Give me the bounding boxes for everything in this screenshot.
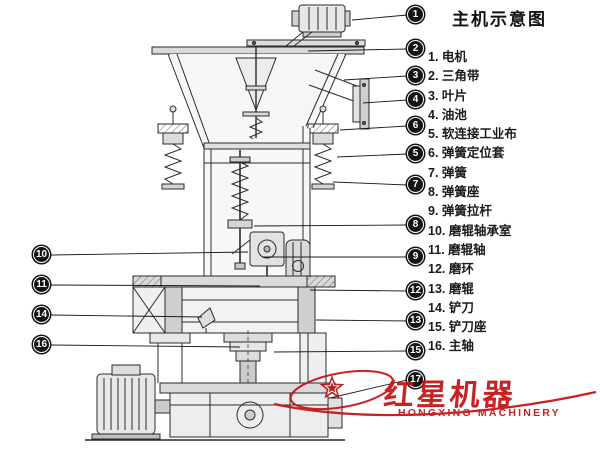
callout-1: 1 bbox=[407, 6, 424, 23]
callout-5: 5 bbox=[407, 145, 424, 162]
legend-item: 7. 弹簧 bbox=[428, 165, 467, 180]
callout-16: 16 bbox=[33, 336, 50, 353]
legend-item: 12. 磨环 bbox=[428, 262, 474, 277]
machine-drawing bbox=[50, 4, 408, 441]
grinding-chamber bbox=[132, 275, 336, 334]
legend-item: 15. 铲刀座 bbox=[428, 320, 487, 335]
main-motor bbox=[91, 364, 171, 440]
legend-item: 9. 弹簧拉杆 bbox=[428, 204, 492, 219]
legend-item: 13. 磨辊 bbox=[428, 281, 474, 296]
legend-item: 10. 磨辊轴承室 bbox=[428, 223, 512, 238]
leader-lines bbox=[50, 14, 408, 399]
parts-list: 1. 电机 2. 三角带 3. 叶片 4. 油池 5. 软连接工业布 6. 弹簧定位套 7.… bbox=[428, 48, 600, 357]
callout-9: 9 bbox=[407, 248, 424, 265]
legend-title: 主机示意图 bbox=[452, 10, 547, 29]
callout-2: 2 bbox=[407, 40, 424, 57]
legend-panel: 主机示意图 1. 电机 2. 三角带 3. 叶片 4. 油池 5. 软连接工业布 6. 弹… bbox=[428, 8, 600, 357]
callout-10: 10 bbox=[33, 246, 50, 263]
pedestal-main-shaft bbox=[223, 330, 273, 390]
callout-6: 6 bbox=[407, 117, 424, 134]
legend-item: 16. 主轴 bbox=[428, 339, 474, 354]
legend-item: 2. 三角带 bbox=[428, 69, 480, 84]
callout-13: 13 bbox=[407, 312, 424, 329]
legend-item: 1. 电机 bbox=[428, 50, 467, 64]
legend-item: 8. 弹簧座 bbox=[428, 185, 480, 200]
legend-item: 6. 弹簧定位套 bbox=[428, 146, 505, 161]
legend-item: 14. 铲刀 bbox=[428, 300, 474, 315]
callout-12: 12 bbox=[407, 282, 424, 299]
callout-3: 3 bbox=[407, 67, 424, 84]
callout-7: 7 bbox=[407, 176, 424, 193]
callout-17: 17 bbox=[407, 371, 424, 388]
callout-11: 11 bbox=[33, 276, 50, 293]
legend-item: 5. 软连接工业布 bbox=[428, 127, 517, 142]
callout-8: 8 bbox=[407, 216, 424, 233]
classifier-housing bbox=[151, 46, 365, 149]
legend-item: 4. 油池 bbox=[428, 107, 467, 122]
legend-item: 11. 磨辊轴 bbox=[428, 242, 486, 257]
legend-item: 3. 叶片 bbox=[428, 88, 467, 103]
spring-assembly-left bbox=[157, 105, 189, 190]
callout-4: 4 bbox=[407, 91, 424, 108]
callout-14: 14 bbox=[33, 306, 50, 323]
callout-15: 15 bbox=[407, 342, 424, 359]
